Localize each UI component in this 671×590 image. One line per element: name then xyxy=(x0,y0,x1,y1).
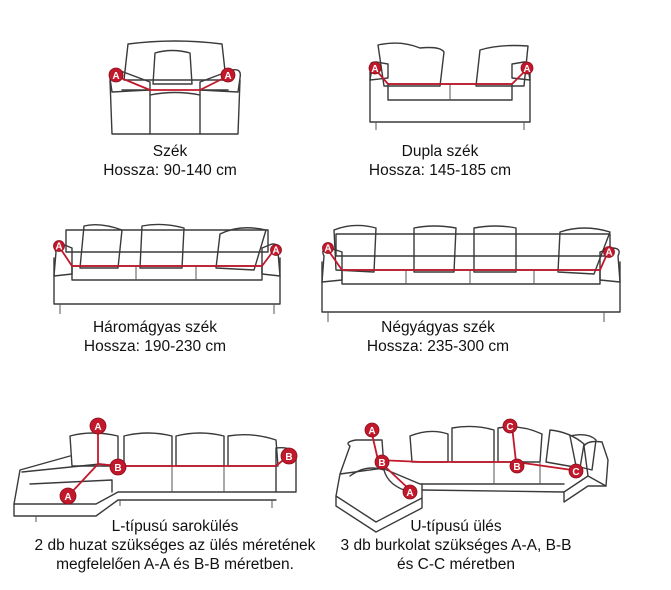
svg-text:B: B xyxy=(378,458,385,469)
l-shape-line-3: megfelelően A-A és B-B méretben. xyxy=(56,556,294,573)
svg-text:B: B xyxy=(285,452,292,463)
svg-text:B: B xyxy=(513,462,520,473)
marker-a-right: A xyxy=(520,61,534,75)
chair-title: Szék xyxy=(152,143,188,160)
chair-length: Hossza: 90-140 cm xyxy=(103,162,237,179)
three-seater-length: Hossza: 190-230 cm xyxy=(83,338,227,355)
svg-text:A: A xyxy=(523,64,530,75)
svg-text:A: A xyxy=(272,246,279,257)
svg-text:A: A xyxy=(64,492,71,503)
three-seater-panel: A A Háromágyas szék Hossza: 190-230 cm xyxy=(0,200,320,360)
double-title: Dupla szék xyxy=(401,143,479,160)
svg-text:A: A xyxy=(94,422,101,433)
l-shape-panel: A A B B L-típusú sarokülés 2 db huzat sz… xyxy=(0,400,340,590)
svg-text:A: A xyxy=(371,64,378,75)
four-seater-panel: A A Négyágyas szék Hossza: 235-300 cm xyxy=(320,200,671,360)
u-shape-title: U-típusú ülés xyxy=(410,518,502,535)
marker-b-right: B xyxy=(509,458,525,474)
svg-text:A: A xyxy=(324,244,331,255)
marker-b-left: B xyxy=(374,454,390,470)
u-shape-caption: U-típusú ülés 3 db burkolat szükséges A-… xyxy=(326,517,586,574)
svg-text:A: A xyxy=(406,488,413,499)
chair-panel: A A Szék Hossza: 90-140 cm xyxy=(0,0,340,190)
marker-a-left: A xyxy=(368,61,382,75)
marker-a-left: A xyxy=(322,242,334,255)
three-seater-caption: Háromágyas szék Hossza: 190-230 cm xyxy=(60,318,250,356)
double-sofa-drawing: A A xyxy=(368,42,534,130)
svg-text:B: B xyxy=(114,463,121,474)
l-shape-title: L-típusú sarokülés xyxy=(111,518,239,535)
marker-a-right: A xyxy=(270,244,282,257)
four-seater-caption: Négyágyas szék Hossza: 235-300 cm xyxy=(340,318,536,356)
svg-text:A: A xyxy=(224,71,231,82)
armchair-drawing: A A xyxy=(108,40,242,135)
u-shape-line-2: 3 db burkolat szükséges A-A, B-B xyxy=(340,537,572,554)
marker-b-right: B xyxy=(280,447,298,465)
three-seater-drawing: A A xyxy=(53,223,282,314)
marker-c-right: C xyxy=(568,463,584,479)
marker-a-bottom: A xyxy=(59,487,77,505)
u-shape-sofa-drawing: A A B B C C xyxy=(335,418,609,533)
svg-text:A: A xyxy=(55,242,62,253)
svg-text:C: C xyxy=(572,467,579,478)
u-shape-line-3: és C-C méretben xyxy=(396,556,515,573)
l-shape-sofa-drawing: A A B B xyxy=(13,417,298,522)
chair-caption: Szék Hossza: 90-140 cm xyxy=(90,142,250,180)
double-caption: Dupla szék Hossza: 145-185 cm xyxy=(340,142,540,180)
four-seater-title: Négyágyas szék xyxy=(381,319,495,336)
marker-b-left: B xyxy=(109,458,127,476)
svg-text:A: A xyxy=(112,71,119,82)
marker-a-top: A xyxy=(89,417,107,435)
four-seater-drawing: A A xyxy=(321,224,621,322)
l-shape-caption: L-típusú sarokülés 2 db huzat szükséges … xyxy=(0,517,350,574)
marker-a-left: A xyxy=(108,67,124,83)
u-shape-panel: A A B B C C U-típusú ülés 3 db burkolat … xyxy=(326,400,671,590)
l-shape-line-2: 2 db huzat szükséges az ülés méretének xyxy=(34,537,316,554)
marker-a-bottom: A xyxy=(402,484,418,500)
marker-a-top: A xyxy=(364,422,380,438)
svg-text:A: A xyxy=(605,248,612,259)
marker-c-top: C xyxy=(502,418,518,434)
marker-a-left: A xyxy=(53,240,65,253)
svg-text:C: C xyxy=(506,422,513,433)
marker-a-right: A xyxy=(603,246,615,259)
double-length: Hossza: 145-185 cm xyxy=(368,162,512,179)
double-panel: A A Dupla szék Hossza: 145-185 cm xyxy=(340,0,671,190)
marker-a-right: A xyxy=(220,67,236,83)
svg-text:A: A xyxy=(368,426,375,437)
three-seater-title: Háromágyas szék xyxy=(92,319,218,336)
four-seater-length: Hossza: 235-300 cm xyxy=(366,338,510,355)
